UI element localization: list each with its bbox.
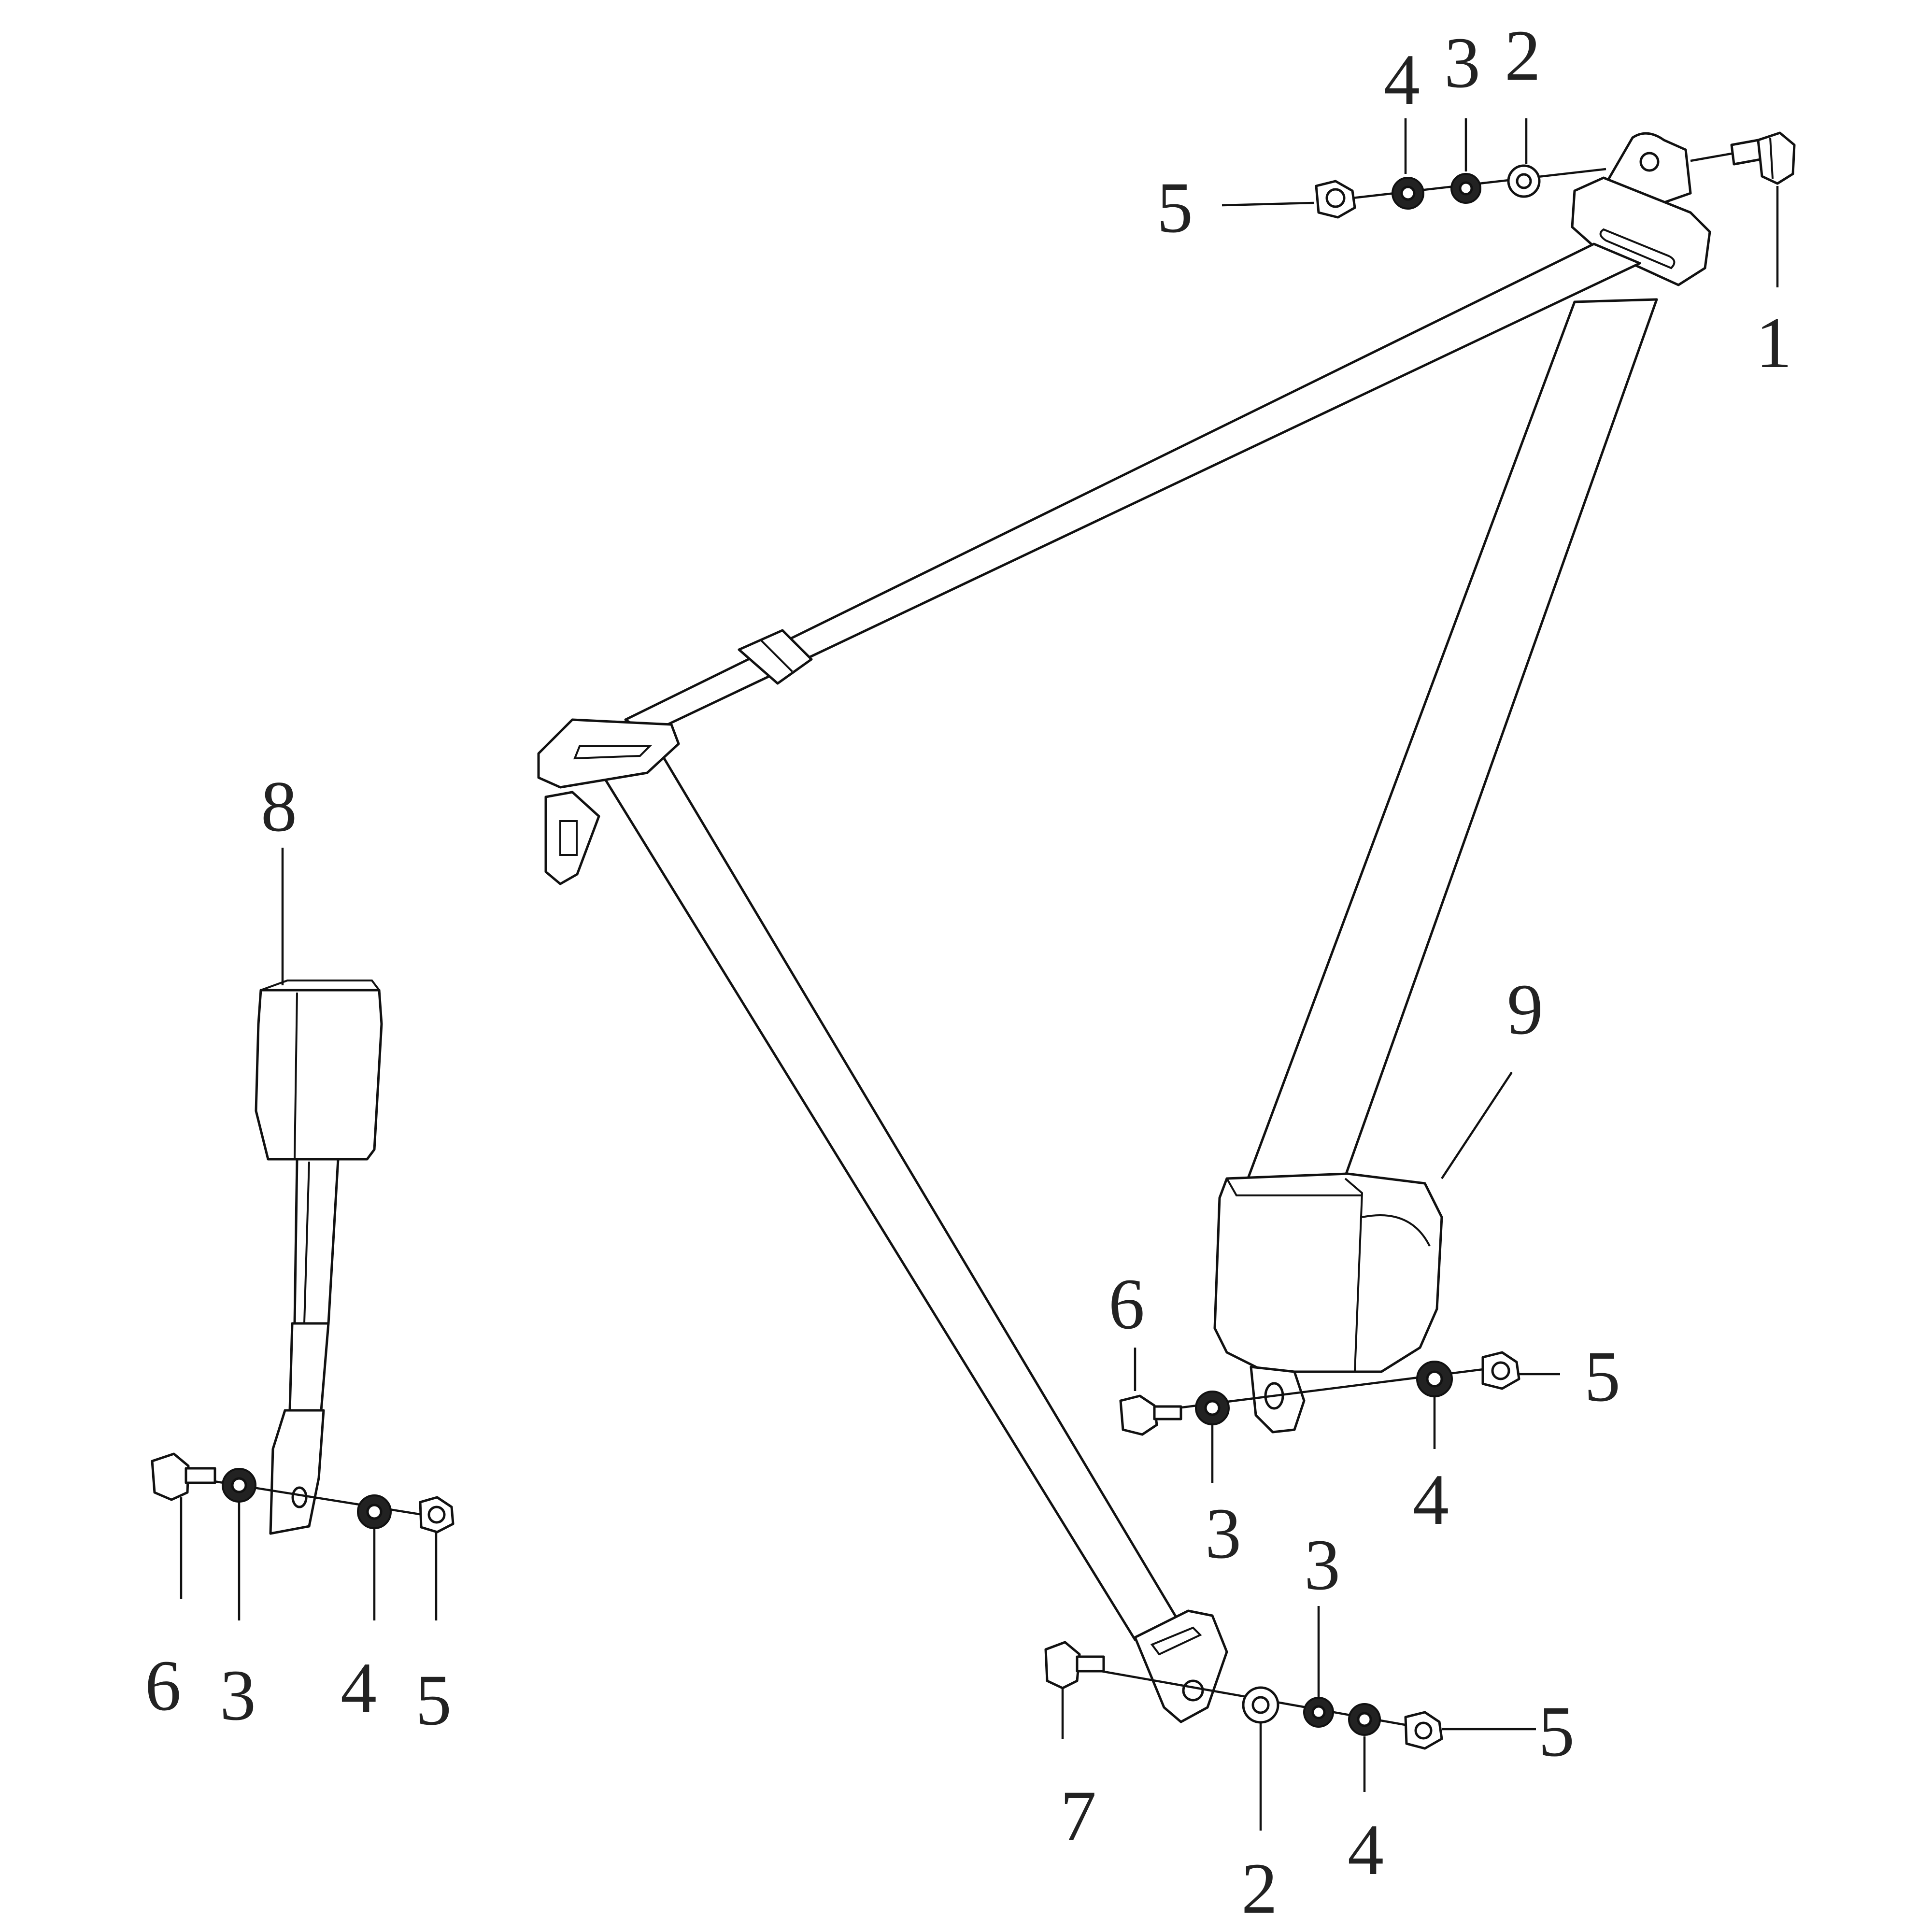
callout-lower-5: 5 xyxy=(1538,1691,1575,1772)
lower-nut-5-hole xyxy=(1414,1721,1433,1740)
callout-lower-3: 3 xyxy=(1304,1525,1340,1605)
buckle-anchor-plate xyxy=(269,1409,325,1535)
buckle-bolt-6-shank xyxy=(185,1467,216,1484)
buckle-sleeve xyxy=(288,1322,330,1412)
buckle-seam xyxy=(294,992,298,1160)
callout-buckle-8: 8 xyxy=(261,767,297,847)
buckle-lock-washer-4-hole xyxy=(366,1504,383,1520)
upper-spring-washer-3-hole xyxy=(1459,181,1473,196)
retractor-cover-edge xyxy=(1344,1178,1364,1372)
buckle-top-face xyxy=(260,980,380,991)
strap-slide-stop-edge xyxy=(760,639,793,672)
callout-retractor-4: 4 xyxy=(1413,1460,1449,1540)
lower-anchor-assembly xyxy=(1044,1609,1443,1750)
buckle-cable-wire xyxy=(303,1161,310,1324)
belt-webbing xyxy=(588,242,1658,1641)
callout-lower-2: 2 xyxy=(1241,1848,1278,1929)
lower-anchor-hole xyxy=(1182,1679,1204,1702)
callout-retractor-5: 5 xyxy=(1584,1336,1620,1417)
buckle-housing xyxy=(255,989,383,1161)
d-ring-label-plate xyxy=(559,820,578,856)
callout-buckle-4: 4 xyxy=(341,1648,377,1728)
upper-bolt-head xyxy=(1757,131,1796,185)
buckle-washer-3-hole xyxy=(231,1477,247,1493)
strap-slide-stop xyxy=(738,629,813,685)
upper-plate-hole xyxy=(1639,152,1660,172)
callout-retractor-3: 3 xyxy=(1205,1493,1241,1574)
lower-bolt-7-head xyxy=(1044,1641,1081,1690)
buckle-bolt-6-head xyxy=(151,1452,190,1501)
callout-retractor-6: 6 xyxy=(1108,1264,1145,1344)
retractor-housing xyxy=(1213,1172,1443,1373)
lap-strap xyxy=(588,745,1190,1641)
upper-belt-guide xyxy=(1571,176,1711,286)
d-ring-slot xyxy=(573,745,652,760)
callout-buckle-6: 6 xyxy=(145,1646,181,1726)
upper-bolt-head-edge xyxy=(1769,137,1774,179)
d-ring-bracket xyxy=(544,791,600,885)
lower-lock-washer-4-hole xyxy=(1357,1712,1372,1727)
retractor-washer-3-hole xyxy=(1204,1400,1221,1416)
retractor-bolt-6-head xyxy=(1119,1394,1158,1436)
callout-retractor-9: 9 xyxy=(1507,969,1543,1050)
leader-retractor-9 xyxy=(1441,1071,1513,1179)
lower-spring-washer-3-hole xyxy=(1311,1705,1326,1719)
callout-top-3: 3 xyxy=(1444,23,1480,103)
callout-buckle-3: 3 xyxy=(220,1655,256,1735)
retractor-bolt-6-shank xyxy=(1153,1405,1182,1421)
upper-nut-5-hole xyxy=(1325,188,1346,208)
callout-buckle-5: 5 xyxy=(415,1660,452,1740)
lower-anchor-plate xyxy=(1134,1609,1228,1723)
upper-bolt-shank xyxy=(1730,139,1762,166)
lower-bolt-7-shank xyxy=(1076,1655,1105,1673)
retractor-nut-5-hole xyxy=(1491,1361,1510,1380)
upper-anchor-assembly xyxy=(1315,131,1796,286)
leader-top-5 xyxy=(1222,201,1314,207)
buckle-nut-5-hole xyxy=(427,1506,446,1524)
buckle-anchor-hole xyxy=(291,1486,308,1508)
callout-lower-4: 4 xyxy=(1348,1810,1384,1890)
retractor-lock-washer-4-hole xyxy=(1426,1370,1443,1388)
lower-washer-2-inner xyxy=(1251,1696,1270,1714)
d-ring-guide-body xyxy=(537,718,680,789)
upper-lock-washer-4-hole xyxy=(1400,185,1416,201)
retractor-cover-top xyxy=(1226,1178,1362,1196)
shoulder-strap-to-retractor xyxy=(1245,298,1658,1185)
leader-lines xyxy=(180,118,1779,1831)
upper-washer-2-inner xyxy=(1516,173,1532,189)
buckle-cable xyxy=(293,1158,340,1325)
upper-bolt-axis xyxy=(1690,152,1732,162)
callout-top-1: 1 xyxy=(1756,303,1792,383)
callout-top-4: 4 xyxy=(1384,40,1420,120)
callout-top-5: 5 xyxy=(1157,168,1193,248)
retractor-spool-cap xyxy=(1362,1214,1431,1247)
callout-labels: 4 3 2 5 1 8 6 3 4 5 9 6 3 4 5 7 2 3 4 5 xyxy=(145,15,1792,1929)
upper-belt-slot xyxy=(1599,228,1676,270)
callout-top-2: 2 xyxy=(1505,15,1541,96)
buckle-assembly xyxy=(151,980,455,1535)
retractor-assembly xyxy=(1119,1172,1520,1436)
lower-anchor-slot xyxy=(1150,1626,1202,1656)
callout-lower-7: 7 xyxy=(1060,1776,1096,1856)
d-ring-guide xyxy=(537,718,680,885)
